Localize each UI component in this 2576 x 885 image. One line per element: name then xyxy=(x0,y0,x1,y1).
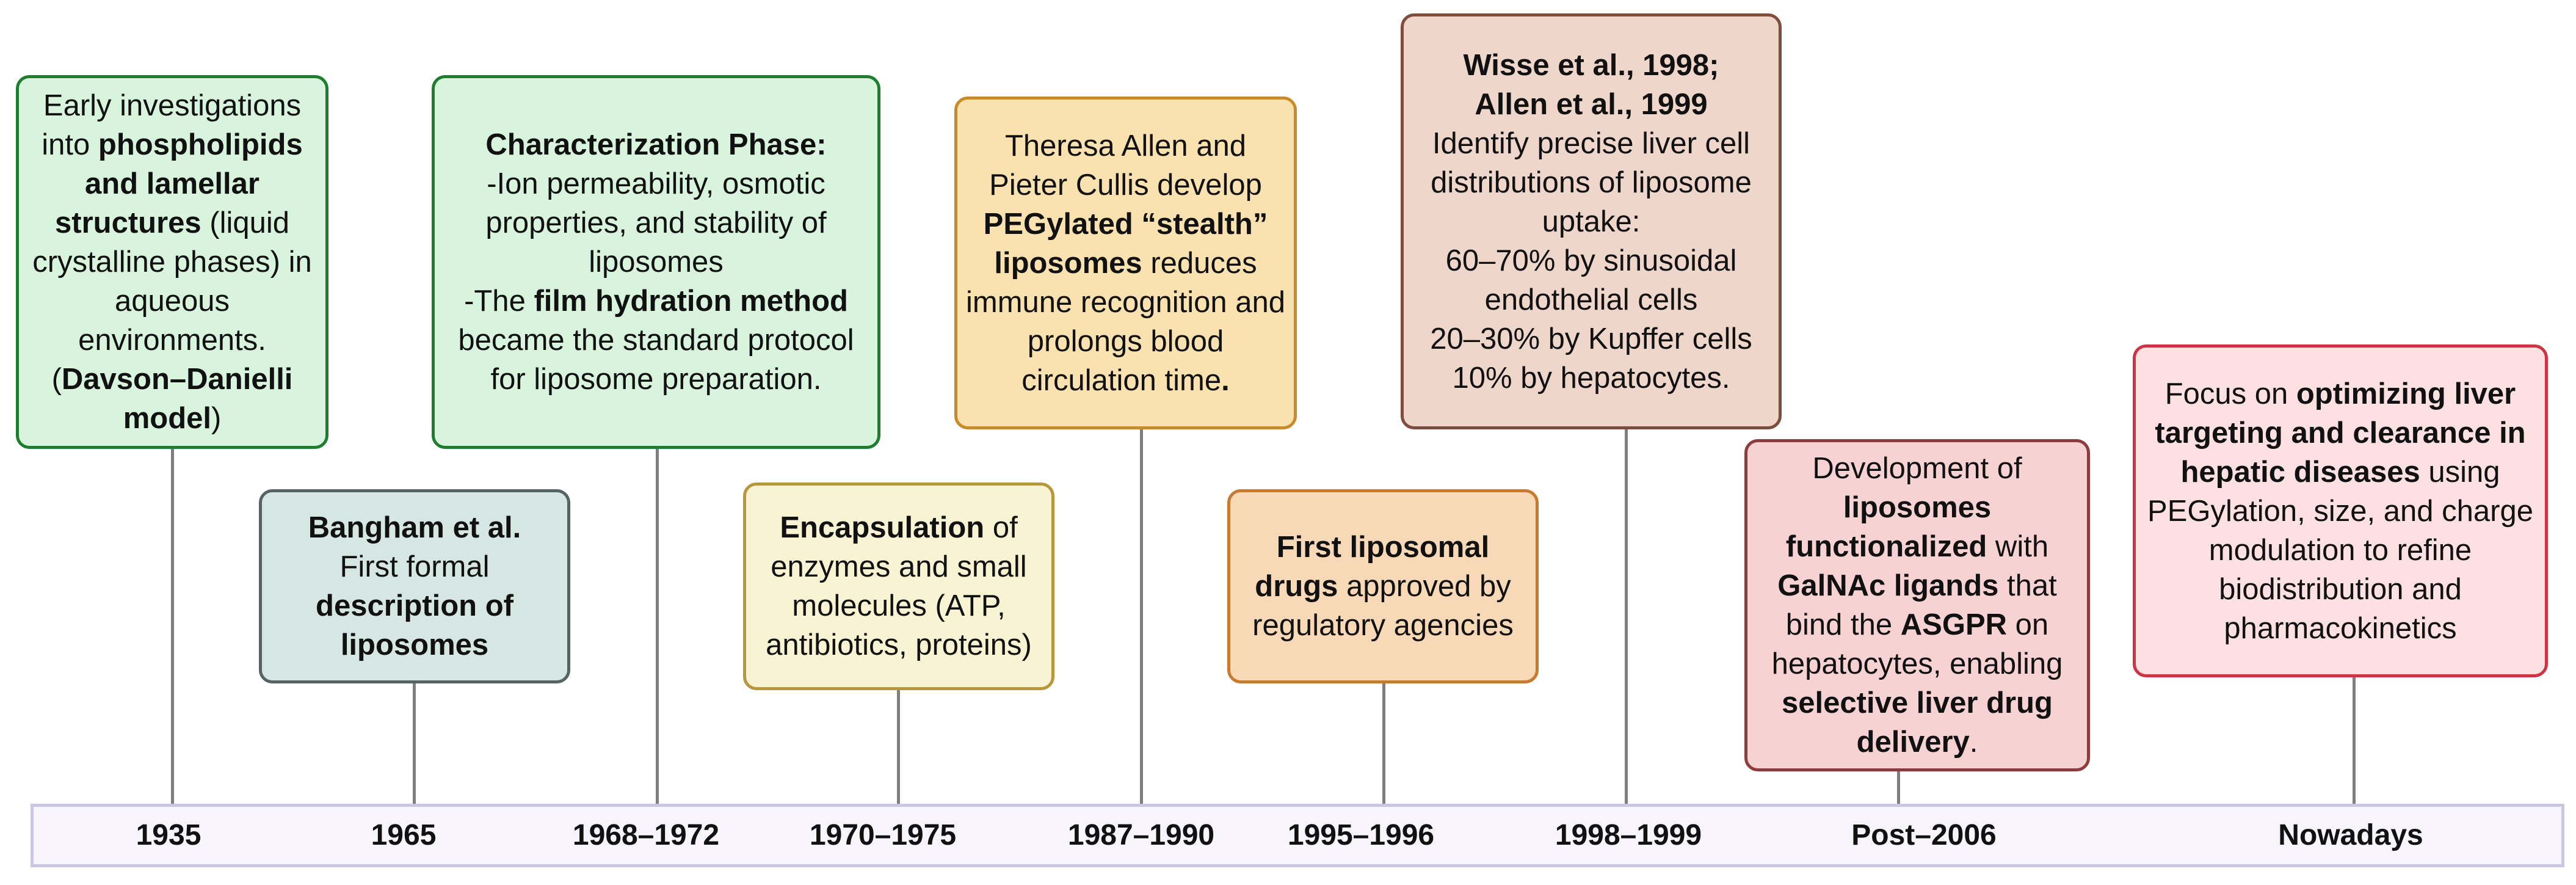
year-label-1935: 1935 xyxy=(136,819,201,851)
event-box-1968-1972: Characterization Phase: -Ion permeabilit… xyxy=(432,75,880,449)
connector-line-1998-1999 xyxy=(1625,428,1628,804)
event-text-post-2006: Development of liposomes functionalized … xyxy=(1771,452,2063,759)
connector-line-1995-1996 xyxy=(1382,682,1385,804)
event-text-1970-1975: Encapsulation of enzymes and small molec… xyxy=(766,511,1032,661)
year-label-1970-1975: 1970–1975 xyxy=(809,819,957,851)
connector-line-1965 xyxy=(413,682,416,804)
event-text-1965: Bangham et al. First formal description … xyxy=(308,511,521,661)
event-box-1998-1999: Wisse et al., 1998; Allen et al., 1999 I… xyxy=(1401,13,1782,429)
timeline-axis xyxy=(31,804,2564,867)
connector-line-1970-1975 xyxy=(897,688,900,804)
event-box-1970-1975: Encapsulation of enzymes and small molec… xyxy=(743,483,1054,690)
connector-line-1968-1972 xyxy=(656,447,659,804)
year-label-post-2006: Post–2006 xyxy=(1851,819,1997,851)
year-label-1968-1972: 1968–1972 xyxy=(572,819,720,851)
event-text-1987-1990: Theresa Allen and Pieter Cullis develop … xyxy=(966,129,1285,397)
connector-line-1987-1990 xyxy=(1140,428,1143,804)
event-box-post-2006: Development of liposomes functionalized … xyxy=(1744,439,2090,771)
event-text-1998-1999: Wisse et al., 1998; Allen et al., 1999 I… xyxy=(1430,48,1752,395)
event-text-1935: Early investigations into phospholipids … xyxy=(32,89,312,435)
event-text-nowadays: Focus on optimizing liver targeting and … xyxy=(2147,377,2533,645)
connector-line-1935 xyxy=(171,447,174,804)
event-text-1995-1996: First liposomal drugs approved by regula… xyxy=(1252,531,1514,642)
event-box-nowadays: Focus on optimizing liver targeting and … xyxy=(2133,344,2548,677)
event-box-1965: Bangham et al. First formal description … xyxy=(259,489,570,683)
year-label-nowadays: Nowadays xyxy=(2278,819,2423,851)
year-label-1987-1990: 1987–1990 xyxy=(1067,819,1215,851)
event-box-1935: Early investigations into phospholipids … xyxy=(16,75,328,449)
year-label-1998-1999: 1998–1999 xyxy=(1555,819,1702,851)
connector-line-post-2006 xyxy=(1897,770,1900,804)
event-text-1968-1972: Characterization Phase: -Ion permeabilit… xyxy=(458,128,854,396)
event-box-1995-1996: First liposomal drugs approved by regula… xyxy=(1227,489,1539,683)
event-box-1987-1990: Theresa Allen and Pieter Cullis develop … xyxy=(954,97,1297,429)
connector-line-nowadays xyxy=(2353,676,2356,804)
year-label-1965: 1965 xyxy=(371,819,437,851)
year-label-1995-1996: 1995–1996 xyxy=(1287,819,1435,851)
